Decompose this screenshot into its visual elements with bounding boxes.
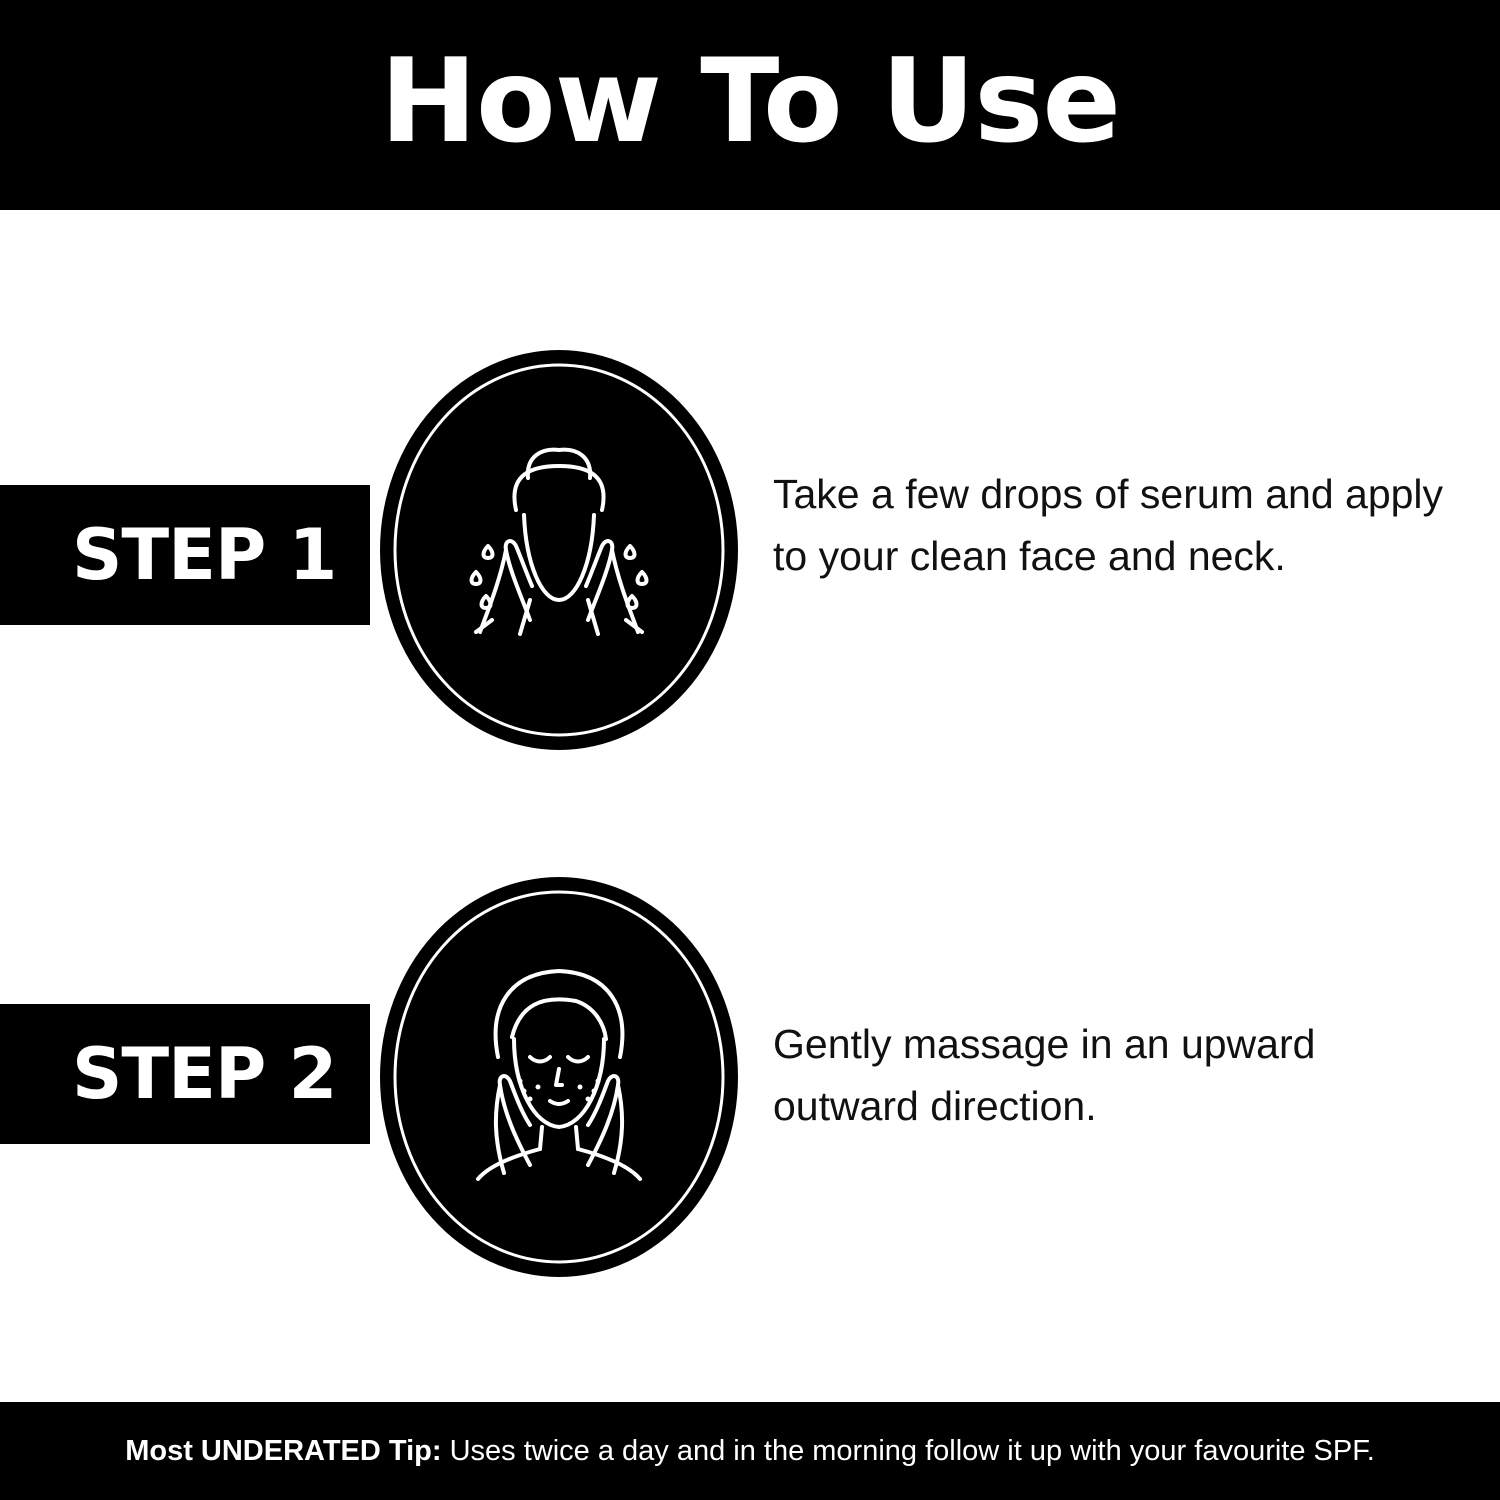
step-1-description: Take a few drops of serum and apply to y… — [773, 471, 1444, 579]
face-massage-icon — [380, 877, 738, 1277]
page-title: How To Use — [379, 34, 1121, 169]
tip-text: Uses twice a day and in the morning foll… — [449, 1434, 1375, 1467]
step-2-label: STEP 2 — [72, 1033, 337, 1115]
top-banner: How To Use — [0, 0, 1500, 210]
tip-text-line: Most UNDERATED Tip: Uses twice a day and… — [125, 1435, 1375, 1468]
tip-bar: Most UNDERATED Tip: Uses twice a day and… — [0, 1402, 1500, 1500]
step-1-tab: STEP 1 — [0, 485, 370, 625]
tip-label: Most UNDERATED Tip: — [125, 1434, 442, 1467]
step-2-description: Gently massage in an upward outward dire… — [773, 1021, 1316, 1129]
step-2-tab: STEP 2 — [0, 1004, 370, 1144]
step-1-label: STEP 1 — [72, 514, 337, 596]
face-wash-icon — [380, 350, 738, 750]
